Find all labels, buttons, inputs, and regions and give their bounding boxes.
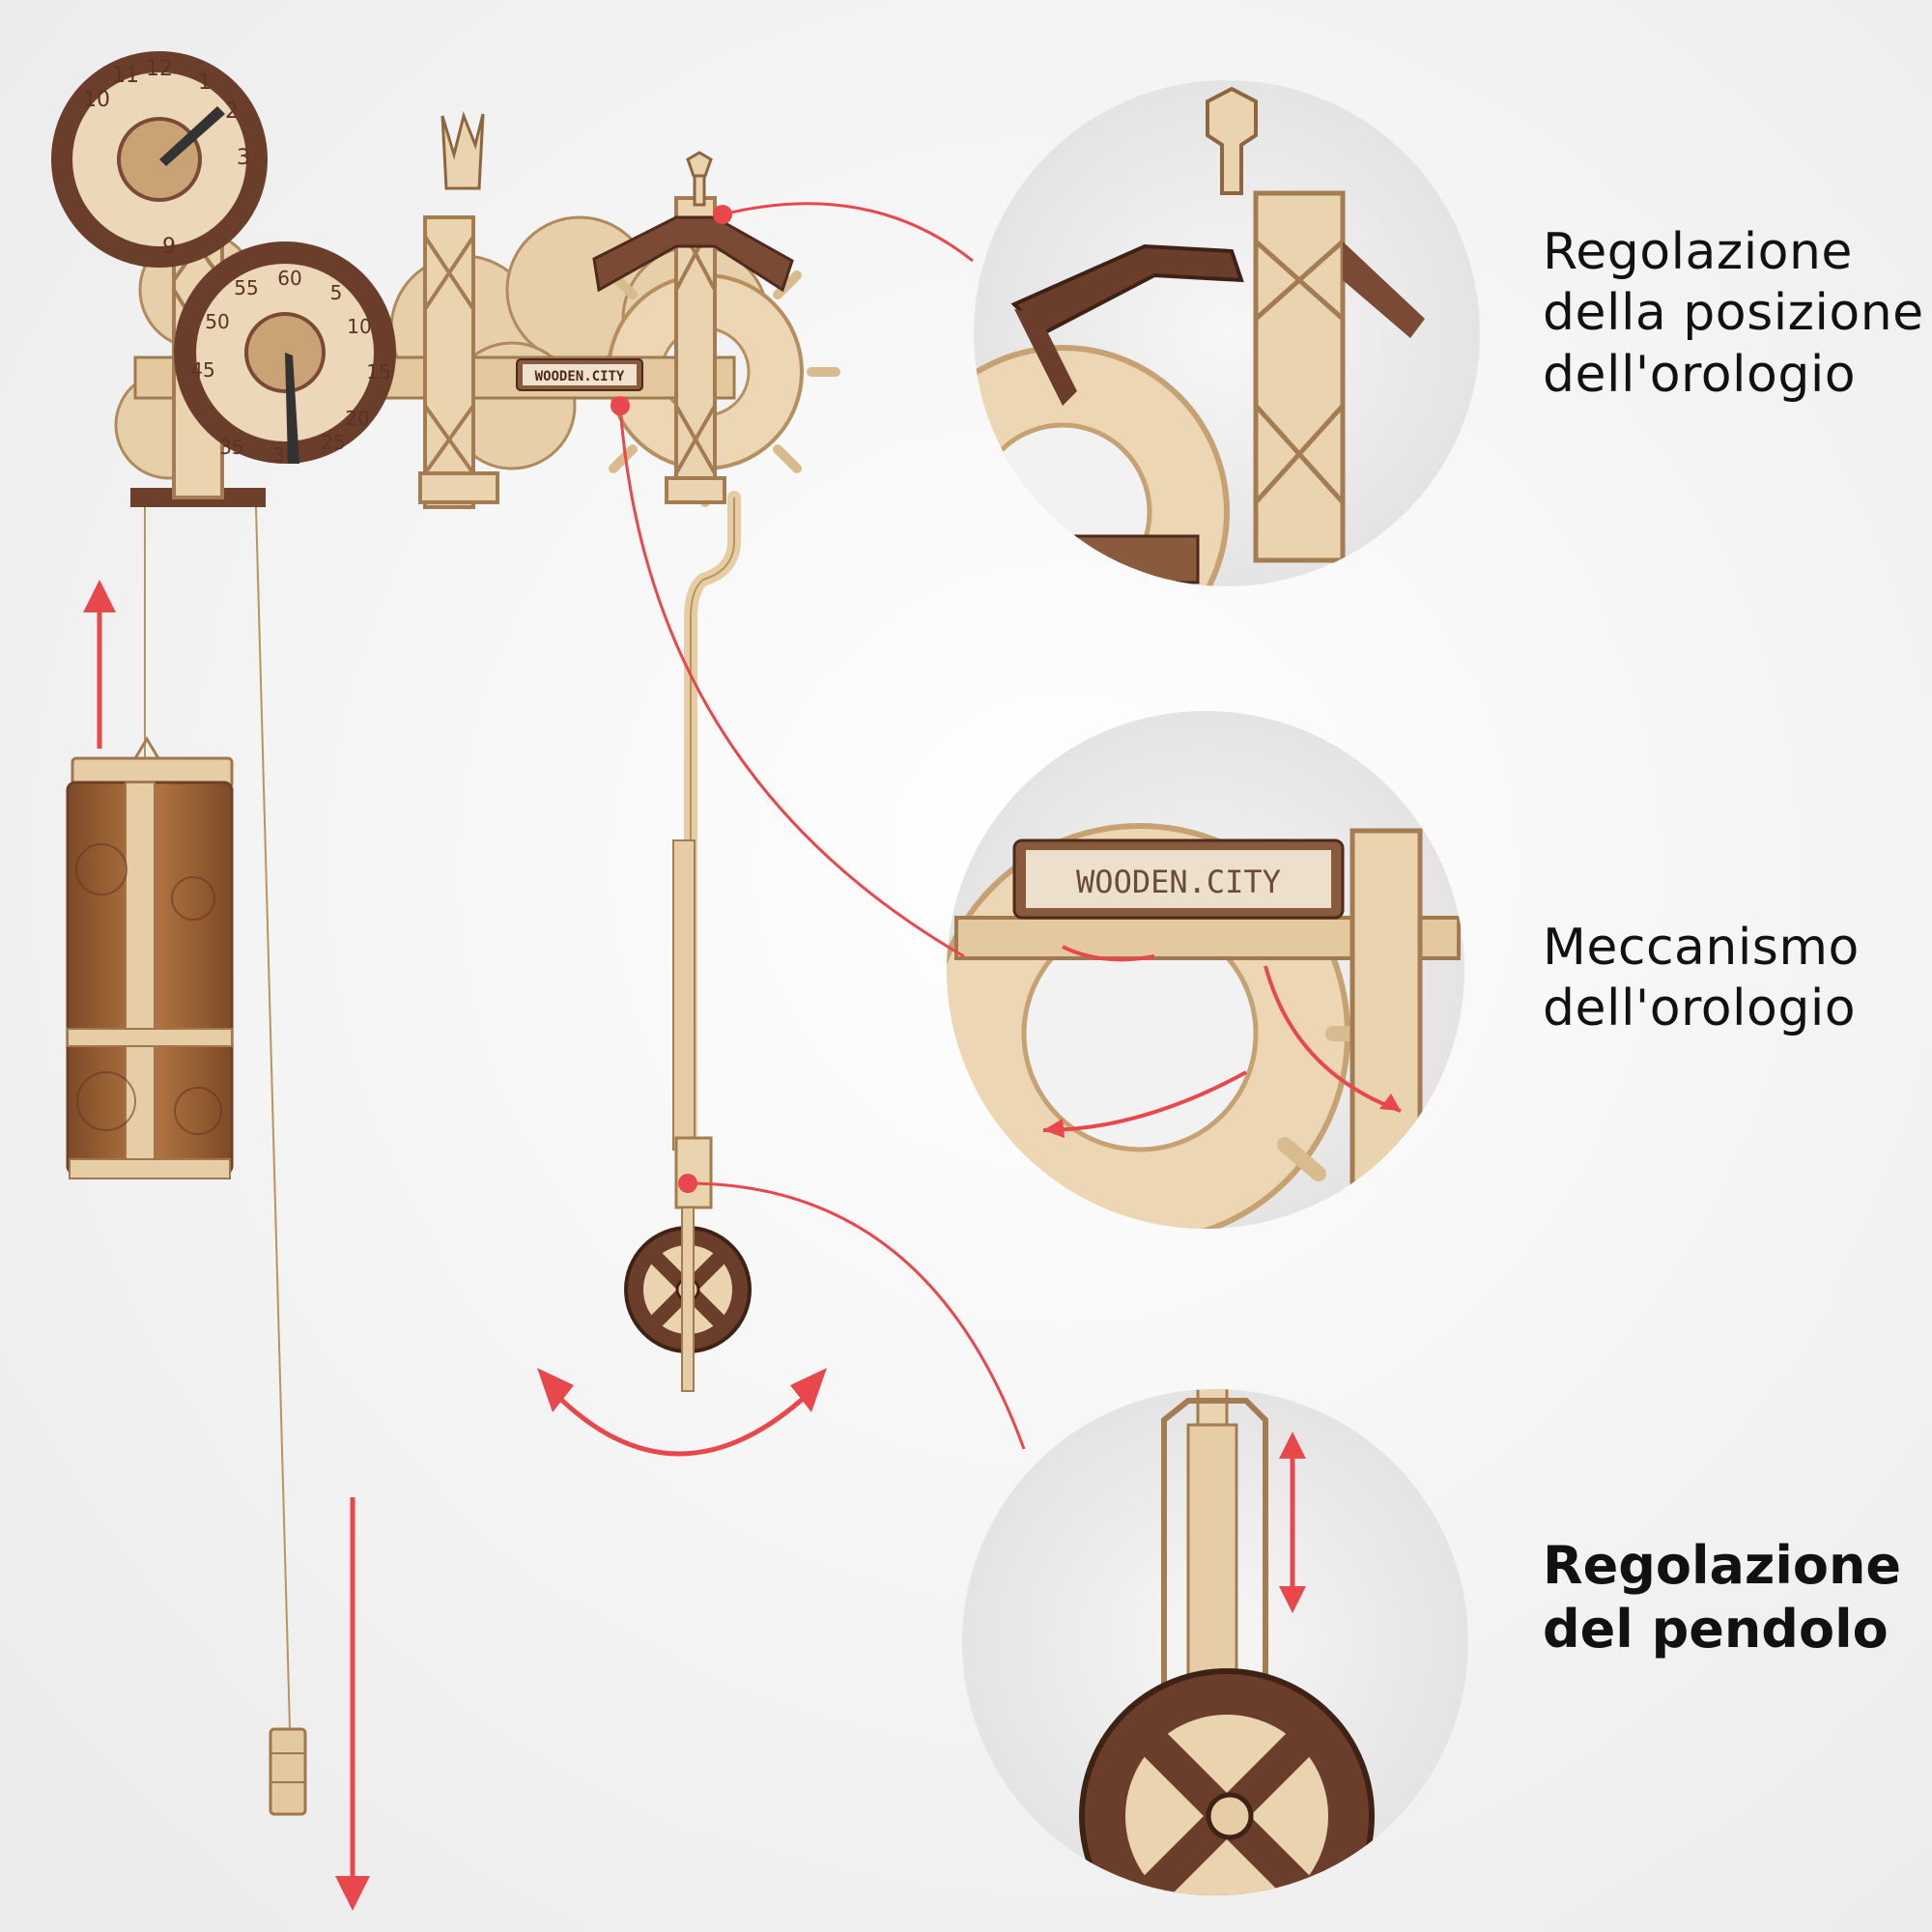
vertical-double-arrow-icon <box>1279 1432 1306 1613</box>
minute-hand <box>285 353 299 464</box>
hours-dial: 12 1 2 3 9 10 11 <box>51 51 268 268</box>
zoom-brand-plate: WOODEN.CITY <box>1012 838 1345 920</box>
callout-pendulum-adjustment-line2: del pendolo <box>1543 1598 1889 1660</box>
minutes-dial-10: 10 <box>347 315 371 338</box>
callout-clock-mechanism-line1: Meccanismo <box>1543 919 1860 977</box>
callout-pendulum-adjustment-line1: Regolazione <box>1543 1535 1902 1596</box>
minutes-dial-15: 15 <box>366 360 390 384</box>
brand-plate-text: WOODEN.CITY <box>535 369 625 384</box>
callout-clock-position-line3: dell'orologio <box>1543 345 1857 404</box>
callout-clock-position: Regolazione della posizione dell'orologi… <box>1543 222 1924 406</box>
minutes-dial-35: 35 <box>219 436 243 459</box>
minutes-dial-5: 5 <box>330 281 343 304</box>
hours-dial-3: 3 <box>237 146 250 170</box>
minutes-dial-20: 20 <box>345 407 369 430</box>
arrow-down-icon <box>335 1497 370 1911</box>
callout-pendulum-adjustment: Regolazione del pendolo <box>1543 1534 1901 1662</box>
callout-clock-position-line2: della posizione <box>1543 284 1924 343</box>
connector-lines <box>618 202 1026 1450</box>
pendulum <box>624 491 752 1392</box>
weight-strings <box>144 506 291 1730</box>
minutes-dial-50: 50 <box>205 310 229 333</box>
minutes-dial-45: 45 <box>190 358 214 382</box>
swing-arrow-icon <box>537 1368 827 1457</box>
hours-dial-2: 2 <box>225 99 239 124</box>
callout-clock-mechanism-line2: dell'orologio <box>1543 980 1857 1038</box>
hours-dial-11: 11 <box>112 64 139 88</box>
minutes-dial: 60 5 10 15 20 25 30 35 45 50 55 <box>174 242 396 467</box>
callout-clock-mechanism: Meccanismo dell'orologio <box>1543 918 1860 1040</box>
clock-frame: 12 1 2 3 9 10 11 60 5 10 15 20 25 30 <box>51 51 840 509</box>
brand-plate: WOODEN.CITY <box>516 358 643 391</box>
connector-dots <box>611 205 732 1193</box>
hours-dial-12: 12 <box>146 57 173 81</box>
small-weight <box>269 1727 307 1816</box>
arrow-up-icon <box>83 580 116 749</box>
pendulum-bob <box>624 1207 752 1392</box>
hours-dial-9: 9 <box>162 235 176 259</box>
hour-hand <box>159 106 225 166</box>
cylinder-weight <box>66 736 234 1179</box>
minutes-dial-60: 60 <box>277 267 301 290</box>
zoom-clock-mechanism: WOODEN.CITY <box>947 711 1464 1229</box>
callout-clock-position-line1: Regolazione <box>1543 223 1853 281</box>
hours-dial-1: 1 <box>198 71 212 95</box>
minutes-dial-25: 25 <box>321 431 345 454</box>
hours-dial-10: 10 <box>83 88 110 112</box>
zoom-brand-plate-text: WOODEN.CITY <box>1076 864 1281 900</box>
minutes-dial-55: 55 <box>234 276 258 299</box>
